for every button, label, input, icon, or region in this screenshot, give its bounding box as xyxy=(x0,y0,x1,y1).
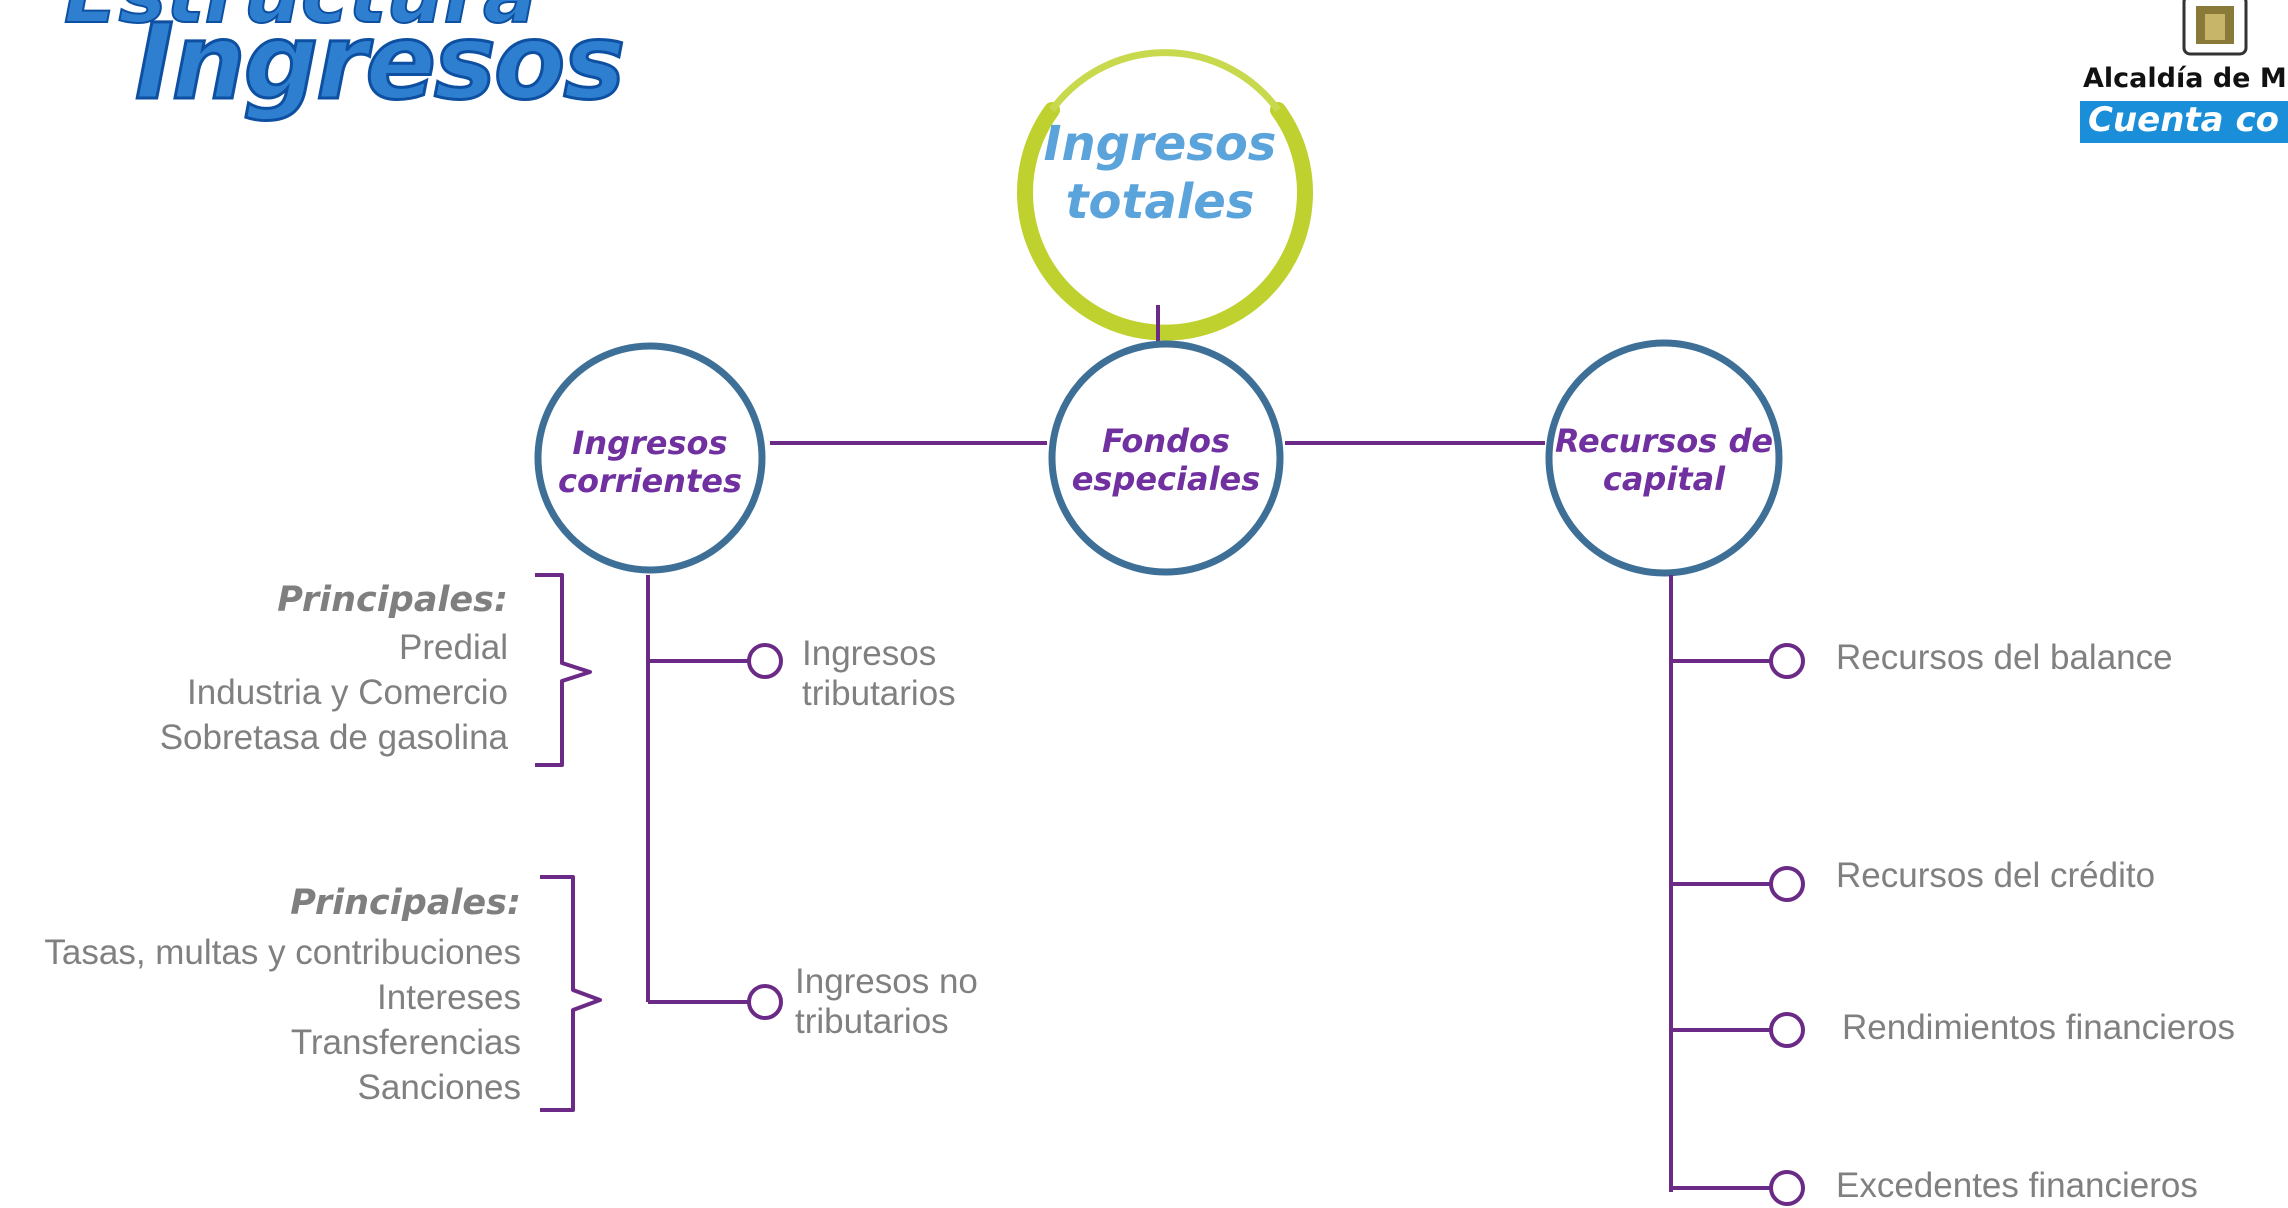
logo-text-top: Alcaldía de M xyxy=(2083,63,2287,94)
title-line1: Estructura xyxy=(63,0,538,42)
bullet-credito xyxy=(1769,866,1805,902)
child-no-tributarios: Ingresos no tributarios xyxy=(795,962,978,1042)
list-item: Tasas, multas y contribuciones xyxy=(44,933,521,972)
list-item: Intereses xyxy=(377,978,521,1017)
tributarios-detail-list: Predial Industria y Comercio Sobretasa d… xyxy=(160,625,508,760)
node-capital-ring xyxy=(1545,339,1783,577)
node-fondos-line1: Fondos xyxy=(1101,422,1231,460)
logo-banner xyxy=(2080,101,2288,143)
capital-child-balance: Recursos del balance xyxy=(1836,638,2173,677)
capital-child-rendimientos: Rendimientos financieros xyxy=(1842,1008,2235,1047)
node-corrientes-label: Ingresos corrientes xyxy=(530,424,770,500)
list-item: Industria y Comercio xyxy=(187,673,508,712)
bullet-balance xyxy=(1769,643,1805,679)
root-label: Ingresos totales xyxy=(1020,115,1300,231)
root-label-line1: Ingresos xyxy=(1043,116,1277,172)
capital-child-credito: Recursos del crédito xyxy=(1836,856,2156,895)
bullet-rendimientos xyxy=(1769,1012,1805,1048)
node-capital-line2: capital xyxy=(1602,460,1726,498)
root-label-line2: totales xyxy=(1065,174,1255,230)
child-no-tributarios-line1: Ingresos no xyxy=(795,962,978,1001)
list-item: Sobretasa de gasolina xyxy=(159,718,508,757)
bracket-tributarios xyxy=(535,573,592,767)
list-item: Transferencias xyxy=(290,1023,521,1062)
child-no-tributarios-line2: tributarios xyxy=(795,1002,949,1041)
bullet-no-tributarios xyxy=(747,984,783,1020)
child-tributarios-line2: tributarios xyxy=(802,674,956,713)
capital-child-excedentes: Excedentes financieros xyxy=(1836,1166,2198,1205)
no-tributarios-detail-list: Tasas, multas y contribuciones Intereses… xyxy=(44,930,521,1110)
child-tributarios: Ingresos tributarios xyxy=(802,634,956,714)
node-fondos-line2: especiales xyxy=(1071,460,1261,498)
node-capital-line1: Recursos de xyxy=(1554,422,1774,460)
node-fondos-ring xyxy=(1048,340,1284,576)
node-capital-label: Recursos de capital xyxy=(1544,422,1784,498)
tributarios-detail-heading: Principales: xyxy=(277,580,508,620)
bullet-excedentes xyxy=(1769,1170,1805,1206)
logo-text-bottom: Cuenta co xyxy=(2088,100,2279,140)
node-corrientes-ring xyxy=(534,342,766,574)
list-item: Predial xyxy=(399,628,508,667)
page-title: Ingresos xyxy=(133,1,626,124)
bullet-tributarios xyxy=(747,643,783,679)
node-corrientes-line2: corrientes xyxy=(557,462,742,500)
bracket-no-tributarios xyxy=(540,875,602,1112)
list-item: Sanciones xyxy=(357,1068,521,1107)
node-fondos-label: Fondos especiales xyxy=(1046,422,1286,498)
logo-shield-icon xyxy=(2182,0,2248,56)
node-corrientes-line1: Ingresos xyxy=(572,424,728,462)
child-tributarios-line1: Ingresos xyxy=(802,634,937,673)
root-circle xyxy=(1017,49,1313,341)
no-tributarios-detail-heading: Principales: xyxy=(290,883,521,923)
